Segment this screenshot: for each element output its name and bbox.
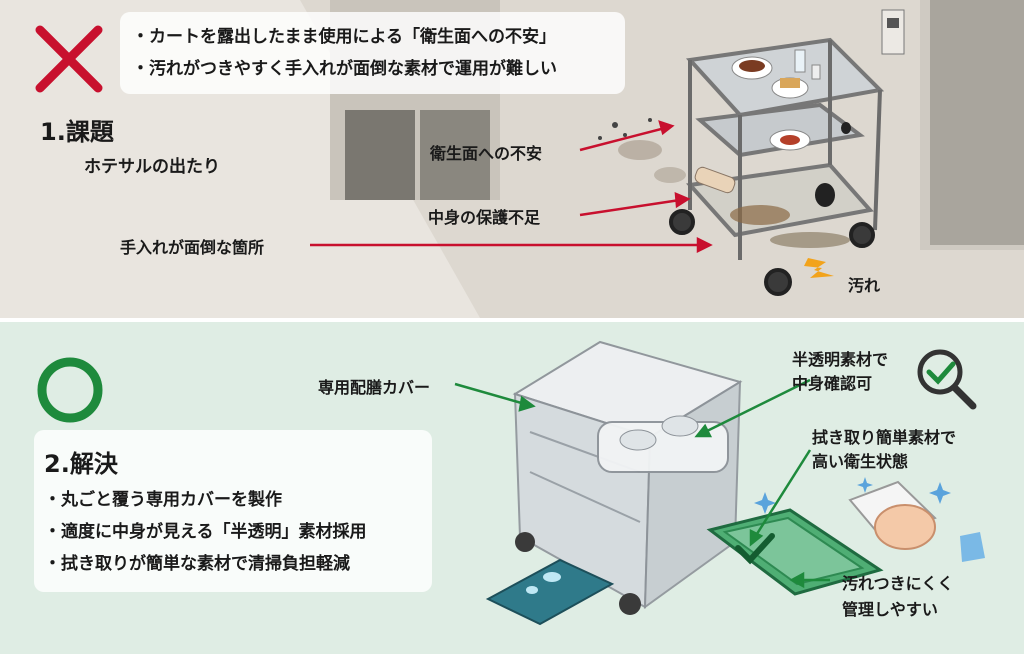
solution-illustration <box>0 322 1024 654</box>
label-stain-2: 管理しやすい <box>842 600 938 619</box>
problem-bullet-1: カートを露出したまま使用による「衛生面への不安」 <box>132 23 556 51</box>
covered-cart-icon <box>512 340 743 615</box>
solution-bullet-3: 拭き取りが簡単な素材で清掃負担軽減 <box>44 550 350 578</box>
elevator-right <box>881 0 1024 250</box>
label-cover: 専用配膳カバー <box>318 378 431 397</box>
solution-bullet-2: 適度に中身が見える「半透明」素材採用 <box>44 518 367 546</box>
label-translucent-2: 中身確認可 <box>792 374 873 393</box>
food-tray-icon <box>731 49 821 151</box>
problem-bullet-2: 汚れがつきやすく手入れが面倒な素材で運用が難しい <box>132 55 557 83</box>
magnifier-check-icon <box>917 349 977 410</box>
label-dirt: 汚れ <box>848 276 881 295</box>
problem-title: 1.課題 <box>40 118 114 146</box>
label-maintenance: 手入れが面倒な箇所 <box>120 238 265 257</box>
problem-subtitle: ホテサルの出たり <box>84 157 220 177</box>
stain-icon <box>598 118 850 248</box>
bug-icon <box>815 122 851 207</box>
solution-bullet-box: 2.解決 丸ごと覆う専用カバーを製作 適度に中身が見える「半透明」素材採用 拭き… <box>34 430 432 592</box>
dirt-spark-icon <box>804 258 834 278</box>
cross-icon <box>35 25 103 93</box>
elevator-left <box>330 0 500 200</box>
problem-bullet-box: カートを露出したまま使用による「衛生面への不安」 汚れがつきやすく手入れが面倒な… <box>120 12 625 94</box>
solution-arrows <box>454 378 830 589</box>
solution-title: 2.解決 <box>44 450 118 478</box>
problem-arrows <box>310 120 713 254</box>
blue-mat-icon <box>485 558 615 626</box>
panel-divider <box>0 318 1024 322</box>
label-translucent-1: 半透明素材で <box>792 350 889 369</box>
wiping-hand-icon <box>848 480 985 562</box>
bottle-icon <box>694 166 736 194</box>
problem-panel: カートを露出したまま使用による「衛生面への不安」 汚れがつきやすく手入れが面倒な… <box>0 0 1024 318</box>
label-stain-1: 汚れつきにくく <box>842 574 954 593</box>
sparkle-icon <box>754 477 951 514</box>
label-protection: 中身の保護不足 <box>428 208 541 227</box>
solution-bullet-1: 丸ごと覆う専用カバーを製作 <box>44 486 282 514</box>
label-wipe-2: 高い衛生状態 <box>812 452 909 471</box>
circle-check-icon <box>37 357 103 423</box>
solution-panel: 2.解決 丸ごと覆う専用カバーを製作 適度に中身が見える「半透明」素材採用 拭き… <box>0 322 1024 654</box>
label-wipe-1: 拭き取り簡単素材で <box>812 428 957 447</box>
label-hygiene: 衛生面への不安 <box>430 144 543 163</box>
